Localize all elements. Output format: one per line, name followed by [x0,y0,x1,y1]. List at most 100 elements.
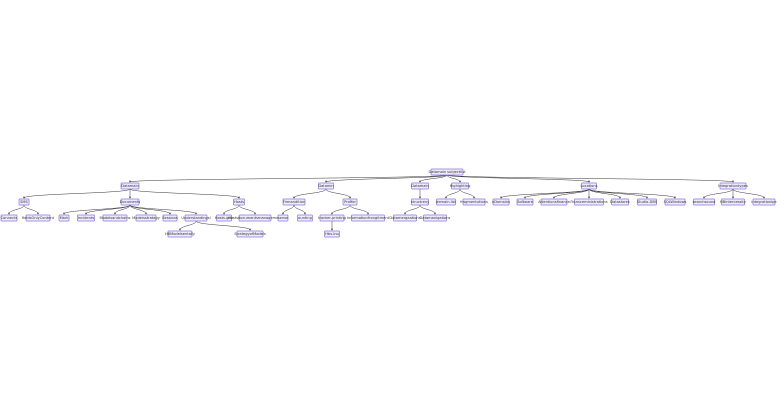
node-box [277,214,289,222]
tree-node: Informationfrongitment [347,214,390,222]
node-box [462,198,486,206]
arrowhead [325,180,327,183]
node-label: fragmentutions [460,200,488,204]
tree-node: Hostsdocumentsmanagement [228,214,283,222]
node-label: Modelsandchains [99,216,130,220]
arrowhead [145,212,147,215]
arrowhead [114,212,116,215]
tree-node: HBintercessity [720,198,747,206]
node-box [411,198,429,206]
node-label: Integrationtypes [718,184,748,188]
node-label: integrationlpe [751,200,777,204]
node-box [351,214,385,222]
arrowhead [588,180,590,183]
node-box [77,214,95,222]
node-box [162,214,178,222]
arrowhead [473,196,475,199]
node-label: Datamain [411,184,429,188]
edge-n1b6-n1b61 [179,220,197,231]
arrowhead [85,212,87,215]
arrowhead [434,212,436,215]
edge-n1b6-n1b62 [195,220,251,231]
edge-n5-n5b [524,188,590,199]
edge-n1a-n1a2 [23,204,39,215]
node-label: Datamin [318,184,333,188]
arrowhead [732,196,734,199]
node-box [184,214,208,222]
edge-n1-n1a [23,188,131,199]
arrowhead [703,196,705,199]
node-box [120,198,140,206]
node-box [58,214,70,222]
node-box [492,198,510,206]
tree-node: Incidents [77,214,95,222]
node-label: Software [517,200,534,204]
tree-node: Datamain subjectlist [428,168,466,176]
node-box [411,182,429,190]
edge-n1b-n1b1 [63,204,131,215]
node-label: Studio-DBS [637,200,658,204]
node-label: Modelsstrategy [132,216,161,220]
node-box [719,182,747,190]
arrowhead [331,228,333,231]
node-label: SMS [20,200,28,204]
node-label: Hosts.gdir [215,216,234,220]
node-box [233,198,245,206]
node-box [282,198,306,206]
edge-root-n5 [446,174,590,183]
tree-node: searchsound [693,198,715,206]
tree-node: Software [516,198,534,206]
node-box [216,214,232,222]
tree-node: Highighting [450,182,471,190]
node-label: Incidents [78,216,94,220]
node-box [0,214,18,222]
tree-node: Connects [0,214,18,222]
node-label: Understandingsl [181,216,210,220]
edge-n1c-n1c2 [238,204,256,215]
node-label: Informationfrongitment [347,216,390,220]
arrowhead [129,196,131,199]
tree-node: SQLWindows [664,198,687,206]
node-box [581,182,597,190]
arrowhead [223,212,225,215]
tree-node: Datamergaations [389,214,421,222]
node-label: HBintercessity [720,200,747,204]
arrowhead [349,196,351,199]
tree-node: Datamain [120,182,140,190]
node-label: Locations [580,184,597,188]
edge-n4-n4b [459,188,475,199]
edge-n3a-n3a1 [404,204,421,215]
arrowhead [129,180,131,183]
node-box [238,214,272,222]
tree-node: fragmentutions [460,198,488,206]
node-label: HBModelsentally [165,232,196,236]
node-label: Datamergaations [389,216,420,220]
edge-n2b-n2b1 [331,204,351,215]
tree-node: Proffer [342,198,358,206]
tree-node: integrationlpe [751,198,777,206]
edge-root-n6 [446,174,734,183]
node-label: Highighting [450,184,471,188]
node-label: Firmandition [283,200,305,204]
node-label: SQLWindows [664,200,687,204]
node-box [25,214,51,222]
node-label: Hosts [234,200,244,204]
node-label: Datamanigations [420,216,451,220]
edge-n2-n2a [293,188,327,199]
node-label: structreny [411,200,430,204]
node-label: Datamain [121,184,139,188]
edge-root-n1 [129,174,448,183]
edge-n1a-n1a1 [8,204,25,215]
tree-node: Attentionsfinance [538,198,571,206]
node-box [236,230,264,238]
arrowhead [331,212,333,215]
node-label: Proffer [344,200,356,204]
edge-n5-n5a [500,188,590,199]
tree-node: SMS [18,198,30,206]
tree-node: nDomains [492,198,510,206]
tree-node: Modelsandchains [99,214,131,222]
tree-node: Hbs.lnq [324,230,340,238]
edge-n1-n1c [129,188,240,199]
tree-node: Mark [58,214,70,222]
